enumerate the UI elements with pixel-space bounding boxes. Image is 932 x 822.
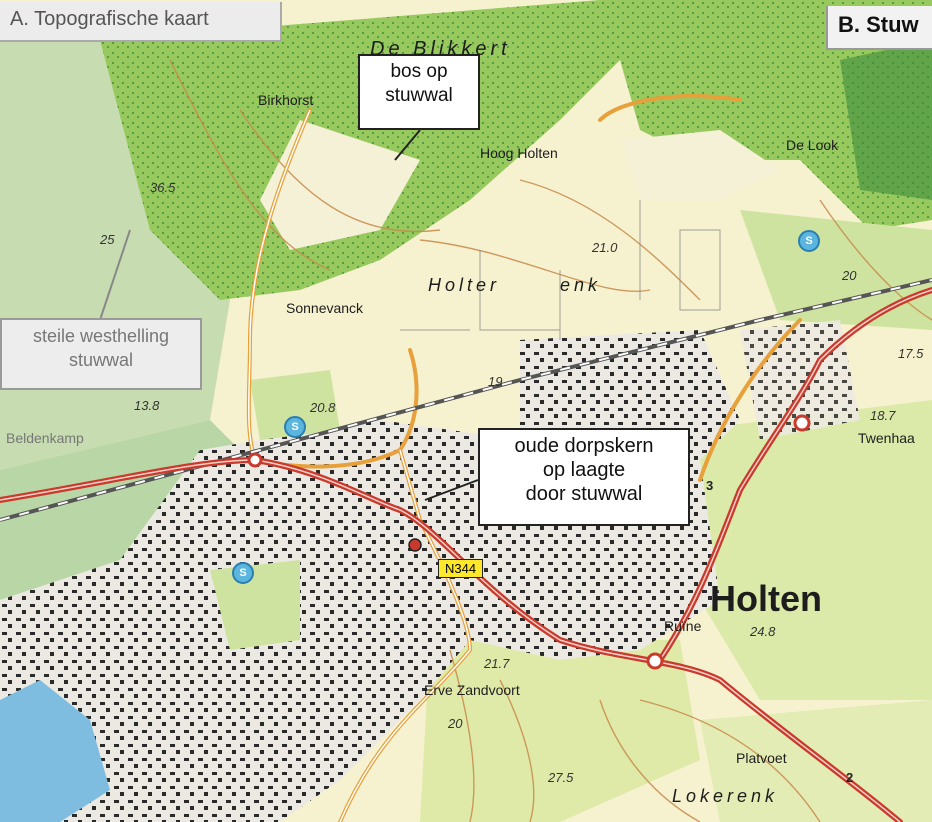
elevation-label: 20.8	[310, 400, 336, 415]
callout-line: door stuwwal	[525, 483, 643, 505]
place-de-look: De Look	[786, 137, 839, 153]
place-lokerenk: Lokerenk	[672, 786, 779, 806]
junction-number: 2	[846, 770, 854, 785]
place-de-blikkert: De Blikkert	[370, 38, 511, 60]
elevation-label: 27.5	[548, 770, 574, 785]
place-twenhaar: Twenhaa	[858, 430, 915, 446]
elevation-label: 20	[842, 268, 857, 283]
callout-forest-on-ridge: bos op stuwwal	[358, 54, 480, 130]
place-holten: Holten	[710, 578, 822, 619]
place-enk: enk	[560, 275, 602, 295]
callout-line: stuwwal	[68, 350, 134, 370]
elevation-label: 20	[448, 716, 463, 731]
elevation-label: 17.5	[898, 346, 924, 361]
swimming-pool-icon: S	[284, 416, 306, 438]
callout-line: oude dorpskern	[514, 435, 654, 457]
place-birkhorst: Birkhorst	[258, 92, 314, 108]
elevation-label: 18.7	[870, 408, 896, 423]
elevation-label: 21.7	[484, 656, 510, 671]
road-shield-n344: N344	[438, 559, 484, 578]
swimming-pool-icon: S	[232, 562, 254, 584]
map-title-topographic: A. Topografische kaart	[0, 2, 282, 42]
elevation-label: 36.5	[150, 180, 176, 195]
callout-line: op laagte	[542, 459, 626, 481]
place-ruine: Ruïne	[664, 618, 702, 634]
place-erve-zandvoort: Erve Zandvoort	[424, 682, 520, 698]
junction-number: 3	[706, 478, 714, 493]
map-title-stuwwal: B. Stuw	[826, 6, 932, 50]
elevation-label: 21.0	[592, 240, 618, 255]
place-beldenkamp: Beldenkamp	[6, 430, 84, 446]
place-holter: Holter	[428, 275, 501, 295]
elevation-label: 13.8	[134, 398, 160, 413]
place-hoog-holten: Hoog Holten	[480, 145, 558, 161]
elevation-label: 19	[488, 374, 503, 389]
elevation-label: 25	[100, 232, 115, 247]
place-platvoet: Platvoet	[736, 750, 787, 766]
callout-line: stuwwal	[385, 85, 453, 106]
callout-steep-west-slope: steile westhelling stuwwal	[0, 318, 202, 390]
callout-old-village-core: oude dorpskern op laagte door stuwwal	[478, 428, 690, 526]
swimming-pool-icon: S	[798, 230, 820, 252]
elevation-label: 24.8	[750, 624, 776, 639]
place-sonnevanck: Sonnevanck	[286, 300, 364, 316]
callout-line: bos op	[390, 61, 448, 82]
callout-line: steile westhelling	[32, 326, 170, 346]
